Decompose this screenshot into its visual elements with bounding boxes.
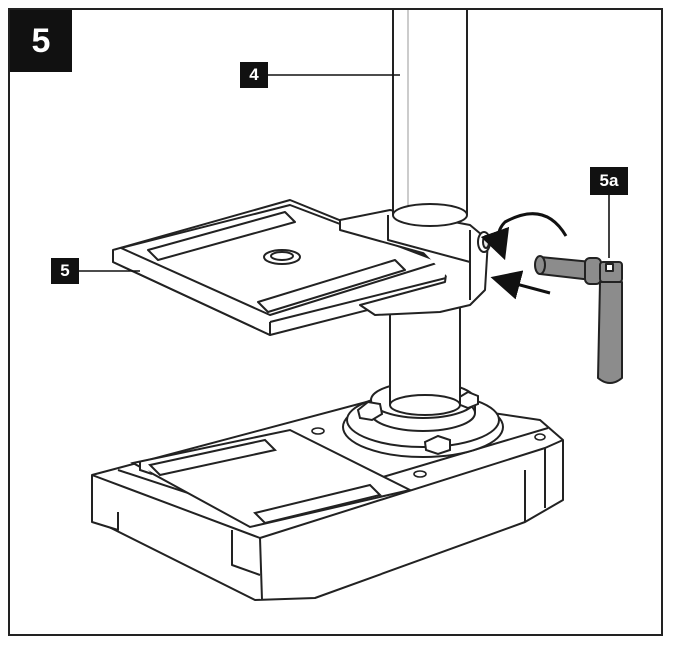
callout-column: 4 (240, 62, 268, 88)
column-lower (389, 305, 461, 416)
figure-number: 5 (10, 10, 72, 72)
base-slots (130, 428, 413, 529)
callout-table: 5 (51, 258, 79, 284)
direction-arrows (480, 212, 568, 300)
clamp-lever (534, 255, 623, 384)
leader-lines (79, 74, 610, 272)
callout-clamp-lever: 5a (590, 167, 628, 195)
base-holes (311, 427, 546, 478)
column-upper (392, 10, 468, 227)
